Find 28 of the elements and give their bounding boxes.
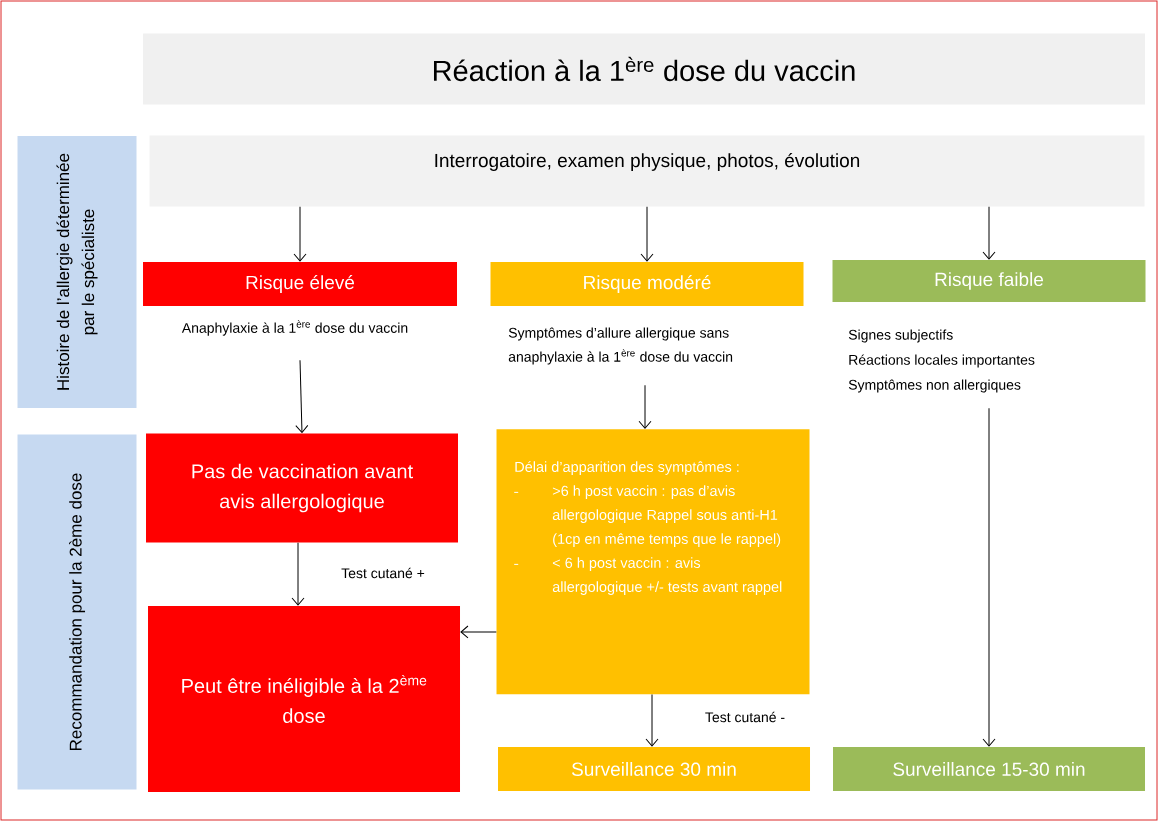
edge-label: Test cutané + (340, 566, 426, 580)
process-box: Surveillance 30 min (498, 747, 810, 791)
process-box: Surveillance 15-30 min (833, 747, 1145, 791)
note-text: Anaphylaxie à la 1$^{ère}$ dose du vaccin (181, 320, 408, 336)
arrow (291, 542, 305, 606)
note-text: Réactions locales importantes (849, 354, 1035, 368)
arrow (640, 206, 654, 262)
arrow (460, 625, 497, 639)
arrow (295, 359, 309, 434)
header-box: Interrogatoire, examen physique, photos, évolution (149, 135, 1145, 207)
arrow (645, 693, 659, 747)
title-box: Réaction à la 1$^{ère}$ dose du vaccin (143, 33, 1145, 105)
process-box: Risque faible (832, 260, 1146, 302)
edge-label: Test cutané - (703, 710, 787, 724)
process-box: Risque élevé (143, 262, 457, 306)
note-text: Symptômes non allergiques (848, 379, 1021, 393)
process-box: Pas de vaccination avant avis allergologique (146, 433, 458, 543)
arrow (638, 384, 652, 429)
process-box: Risque modéré (490, 262, 804, 306)
arrow (293, 206, 307, 262)
note-text: Symptômes d’allure allergique sans anaphylaxie à la 1$^{ère}$ dose du vaccin (508, 327, 733, 365)
side-band: Histoire de l’allergie déterminée par le spécialiste (17, 136, 137, 408)
side-band: Recommandation pour la 2ème dose (17, 434, 137, 790)
process-box: Peut être inéligible à la 2$^{ème}$ dose (148, 606, 460, 792)
arrow (982, 206, 996, 260)
note-text: Signes subjectifs (848, 329, 953, 343)
process-box: Délai d’apparition des symptômes : >6 h post vaccin : pas d’avis allergologique Rappel sous anti-H1 (1cp en même temps que le rappel) < 6 h post vaccin : avis allergologique +/- tests avant rappel (496, 429, 810, 695)
arrow (982, 407, 996, 747)
